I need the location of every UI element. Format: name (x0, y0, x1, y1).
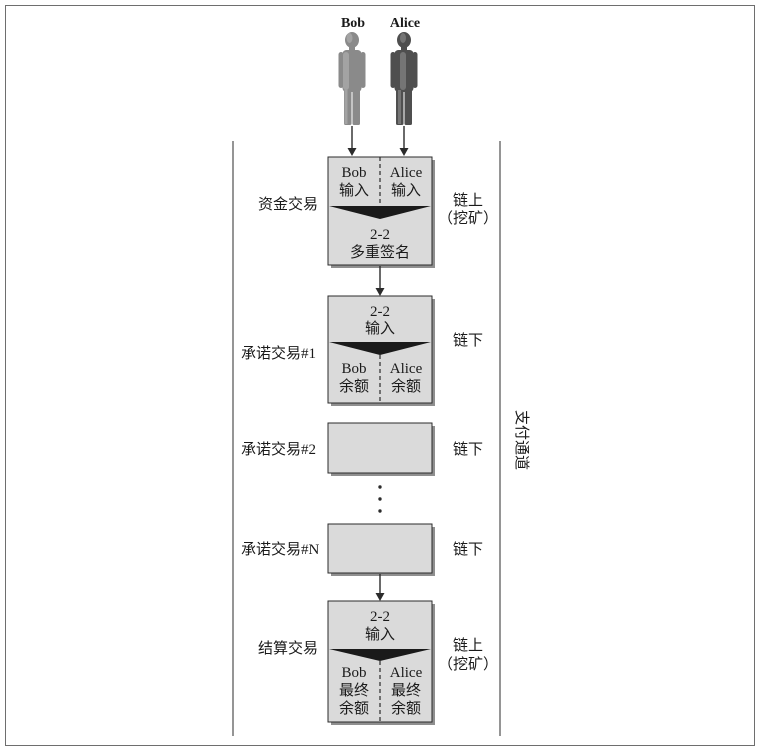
settlement-input-line1: 2-2 (370, 609, 390, 625)
commitment1-output-bob-owner: Bob (341, 361, 366, 377)
bob-person-icon (338, 32, 366, 125)
bob-neck (349, 46, 355, 52)
ellipsis-dot (378, 485, 382, 489)
ellipsis-dot (378, 497, 382, 501)
commitment-transaction-2: 承诺交易#2 链下 (241, 422, 483, 476)
alice-actor-label: Alice (390, 16, 420, 31)
alice-right-leg (404, 88, 412, 125)
settlement-transaction: 2-2 输入 Bob 最终 余额 Alice 最终 余额 结算交易 链上 （挖矿… (258, 600, 498, 725)
commitment1-input-line2: 输入 (365, 320, 395, 337)
funding-input-bob-kind: 输入 (339, 182, 369, 199)
funding-chain-line2: （挖矿） (438, 210, 498, 227)
funding-input-bob-owner: Bob (341, 165, 366, 181)
commitment1-chain-label: 链下 (453, 332, 483, 349)
funding-output-line1: 2-2 (370, 227, 390, 243)
alice-arrowhead-icon (399, 148, 409, 156)
bob-arrowhead-icon (347, 148, 357, 156)
commitment-transaction-1: 2-2 输入 Bob 余额 Alice 余额 承诺交易#1 链下 (241, 295, 483, 406)
commitmentN-chain-label: 链下 (453, 541, 483, 558)
commitment1-split-wedge (329, 342, 431, 355)
bob-right-arm (360, 52, 366, 88)
bob-torso (342, 50, 362, 92)
alice-left-leg (396, 88, 404, 125)
commitment1-input-line1: 2-2 (370, 304, 390, 320)
commitment1-output-alice-owner: Alice (390, 361, 423, 377)
settlement-output-bob-owner: Bob (341, 665, 366, 681)
alice-input-arrow (399, 126, 409, 156)
bob-torso-highlight (343, 52, 349, 90)
settlement-output-alice-line2: 最终 (391, 682, 421, 699)
funding-merge-wedge (329, 206, 431, 219)
commitment2-chain-label: 链下 (453, 441, 483, 458)
settlement-input-line2: 输入 (365, 626, 395, 643)
commitment-to-settlement-arrow (375, 574, 385, 601)
settlement-output-bob-line3: 余额 (339, 699, 369, 717)
funding-input-alice-kind: 输入 (391, 182, 421, 199)
commitmentN-tx-label: 承诺交易#N (241, 540, 320, 558)
commitment2-box (327, 422, 433, 474)
funding-transaction: Bob 输入 Alice 输入 2-2 多重签名 资金交易 链上 （挖矿） (258, 156, 498, 268)
alice-leg-highlight (398, 90, 401, 124)
bob-actor-label: Bob (341, 16, 365, 31)
ellipsis-dot (378, 509, 382, 513)
alice-right-arm (412, 52, 418, 88)
vertical-ellipsis (378, 485, 382, 513)
commitment-transaction-n: 承诺交易#N 链下 (241, 523, 483, 576)
settlement-chain-line2: （挖矿） (438, 656, 498, 673)
bob-leg-highlight (344, 90, 348, 124)
bob-left-leg (344, 88, 352, 125)
settlement-output-alice-line3: 余额 (391, 699, 421, 717)
funding-chain-line1: 链上 (453, 192, 483, 209)
alice-left-arm (390, 52, 396, 88)
settlement-split-wedge (329, 649, 431, 661)
channel-label: 支付通道 (513, 410, 530, 470)
bob-left-arm (338, 52, 344, 88)
settlement-output-bob-line2: 最终 (339, 682, 369, 699)
settlement-chain-line1: 链上 (453, 637, 483, 654)
commitment1-tx-label: 承诺交易#1 (241, 344, 316, 362)
funding-tx-label: 资金交易 (258, 195, 318, 213)
bob-head-highlight (346, 33, 353, 43)
alice-torso-highlight (400, 52, 406, 90)
alice-torso (394, 50, 414, 92)
commitment2-tx-label: 承诺交易#2 (241, 440, 316, 458)
funding-output-line2: 多重签名 (350, 244, 410, 261)
settlement-output-alice-owner: Alice (390, 665, 423, 681)
commitment-settlement-arrowhead-icon (375, 593, 385, 601)
commitment1-output-bob-kind: 余额 (339, 377, 369, 395)
bob-head (345, 32, 359, 48)
bob-input-arrow (347, 126, 357, 156)
alice-neck (401, 46, 407, 52)
bob-right-leg (352, 88, 360, 125)
alice-head-highlight (400, 33, 406, 43)
funding-commitment-arrowhead-icon (375, 288, 385, 296)
alice-head (397, 32, 411, 48)
funding-to-commitment-arrow (375, 266, 385, 296)
funding-input-alice-owner: Alice (390, 165, 423, 181)
commitmentN-box (327, 523, 433, 574)
settlement-tx-label: 结算交易 (258, 639, 318, 657)
commitment1-output-alice-kind: 余额 (391, 377, 421, 395)
alice-person-icon (390, 32, 418, 125)
